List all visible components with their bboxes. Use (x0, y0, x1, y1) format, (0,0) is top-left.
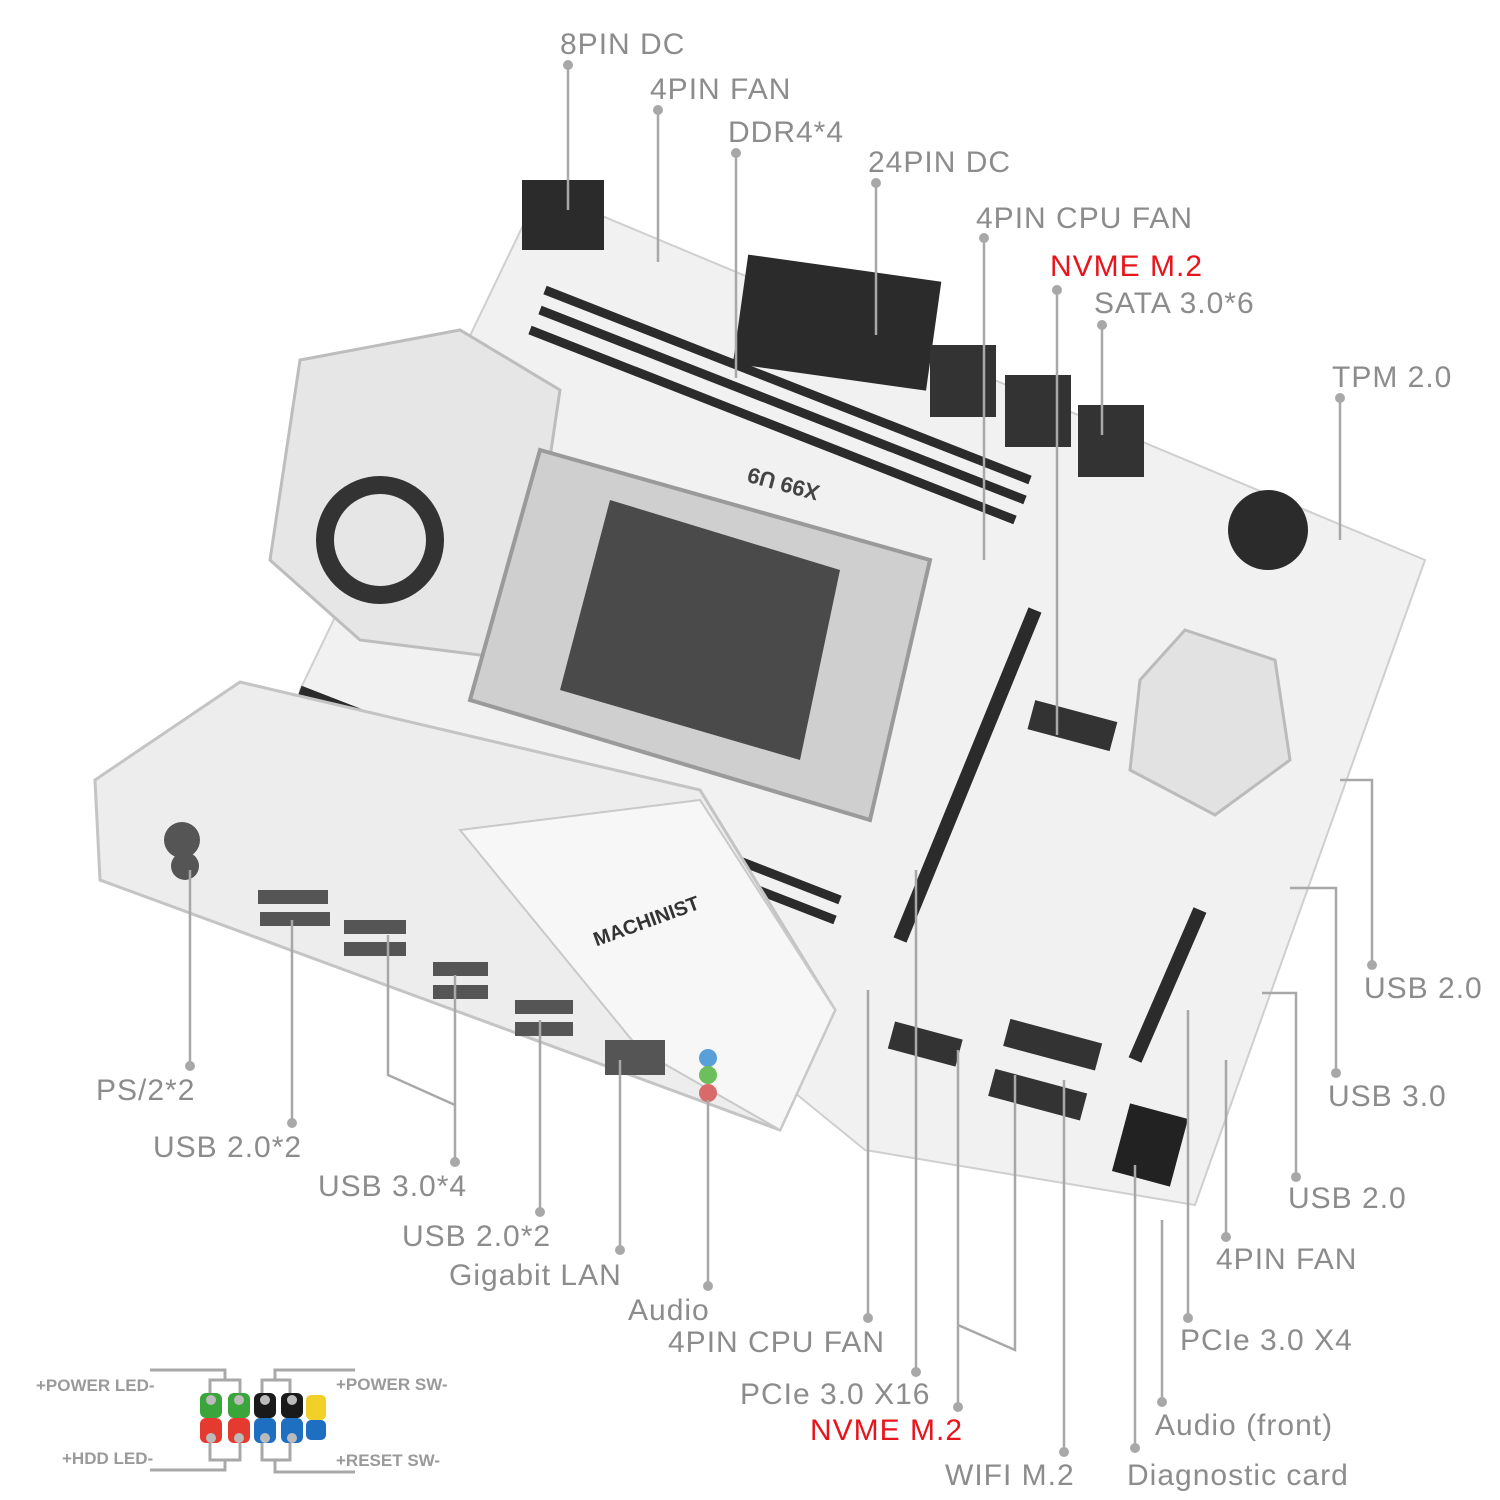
debug-display (1111, 1103, 1189, 1187)
label-nvme-top: NVME M.2 (1050, 250, 1204, 283)
label-cpu-fan-bottom: 4PIN CPU FAN (668, 1326, 886, 1359)
io-ports (164, 822, 717, 1102)
label-usb20-io1: USB 2.0*2 (153, 1131, 303, 1164)
m2-slot-top (1027, 700, 1118, 752)
label-cpu-fan-top: 4PIN CPU FAN (976, 202, 1194, 235)
label-power-led: +POWER LED- (36, 1376, 155, 1395)
label-sata: SATA 3.0*6 (1094, 287, 1255, 320)
label-ddr4: DDR4*4 (728, 116, 845, 149)
label-usb20-io2: USB 2.0*2 (402, 1220, 552, 1253)
24pin-connector (732, 254, 942, 391)
label-4pin-fan-top: 4PIN FAN (650, 73, 792, 106)
label-pcie-x16: PCIe 3.0 X16 (740, 1378, 931, 1411)
8pin-connector (522, 180, 604, 250)
label-reset-sw: +RESET SW- (336, 1451, 441, 1470)
label-power-sw: +POWER SW- (336, 1375, 448, 1394)
label-audio-front: Audio (front) (1155, 1409, 1334, 1442)
label-gigabit-lan: Gigabit LAN (449, 1259, 622, 1292)
label-wifi-m2: WIFI M.2 (945, 1459, 1075, 1492)
label-usb30-right: USB 3.0 (1328, 1080, 1447, 1113)
label-usb20-right: USB 2.0 (1364, 972, 1483, 1005)
label-usb30-io: USB 3.0*4 (318, 1170, 468, 1203)
label-8pin-dc: 8PIN DC (560, 28, 686, 61)
front-panel-pins (200, 1393, 326, 1443)
label-pcie-x4: PCIe 3.0 X4 (1180, 1324, 1353, 1357)
label-4pin-fan-right: 4PIN FAN (1216, 1243, 1358, 1276)
sata-ports (930, 345, 1144, 477)
label-usb20-right2: USB 2.0 (1288, 1182, 1407, 1215)
label-nvme-bottom: NVME M.2 (810, 1414, 964, 1447)
label-tpm: TPM 2.0 (1332, 361, 1453, 394)
pcie-x16-slot (893, 607, 1042, 943)
label-24pin-dc: 24PIN DC (868, 146, 1012, 179)
cmos-battery (1228, 490, 1308, 570)
chipset-heatsink (1128, 628, 1292, 817)
label-hdd-led: +HDD LED- (62, 1449, 154, 1468)
label-audio: Audio (628, 1294, 710, 1327)
leader-lines (188, 65, 1374, 1452)
label-ps2: PS/2*2 (96, 1074, 196, 1107)
leader-dots (185, 60, 1377, 1457)
pcie-x4-slot (1128, 907, 1207, 1063)
front-panel-header (150, 1368, 355, 1474)
label-diagnostic-card: Diagnostic card (1127, 1459, 1349, 1492)
